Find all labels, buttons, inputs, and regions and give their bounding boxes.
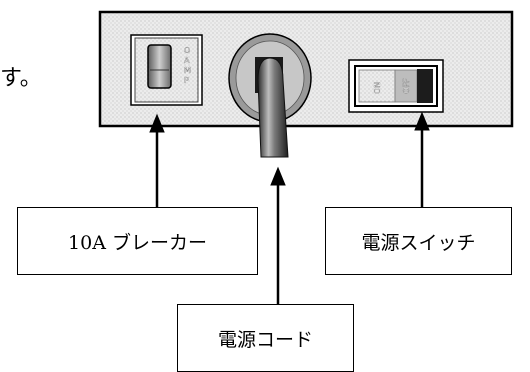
- power-cord-unit: [228, 33, 312, 158]
- partial-text: す。: [0, 66, 42, 91]
- switch-marking-on: ON: [373, 82, 382, 94]
- breaker-lever: [147, 44, 172, 89]
- breaker-marking-p: P: [184, 76, 189, 85]
- breaker-unit: O A M P: [130, 34, 203, 106]
- breaker-marking-a: A: [184, 56, 190, 65]
- breaker-marking-o: O: [184, 46, 190, 55]
- arrow-power-switch: [414, 111, 430, 208]
- switch-marking-off: OFF: [402, 78, 411, 94]
- breaker-marking-m: M: [184, 66, 191, 75]
- label-breaker: 10A ブレーカー: [17, 207, 258, 275]
- label-power-cord: 電源コード: [177, 304, 354, 372]
- power-switch-unit: ON OFF: [348, 59, 444, 113]
- switch-on-side: [358, 69, 396, 103]
- power-cord: [257, 57, 289, 158]
- label-power-switch: 電源スイッチ: [325, 207, 512, 275]
- arrow-power-cord: [270, 166, 286, 305]
- switch-rocker: [417, 69, 433, 103]
- arrow-breaker: [149, 113, 165, 208]
